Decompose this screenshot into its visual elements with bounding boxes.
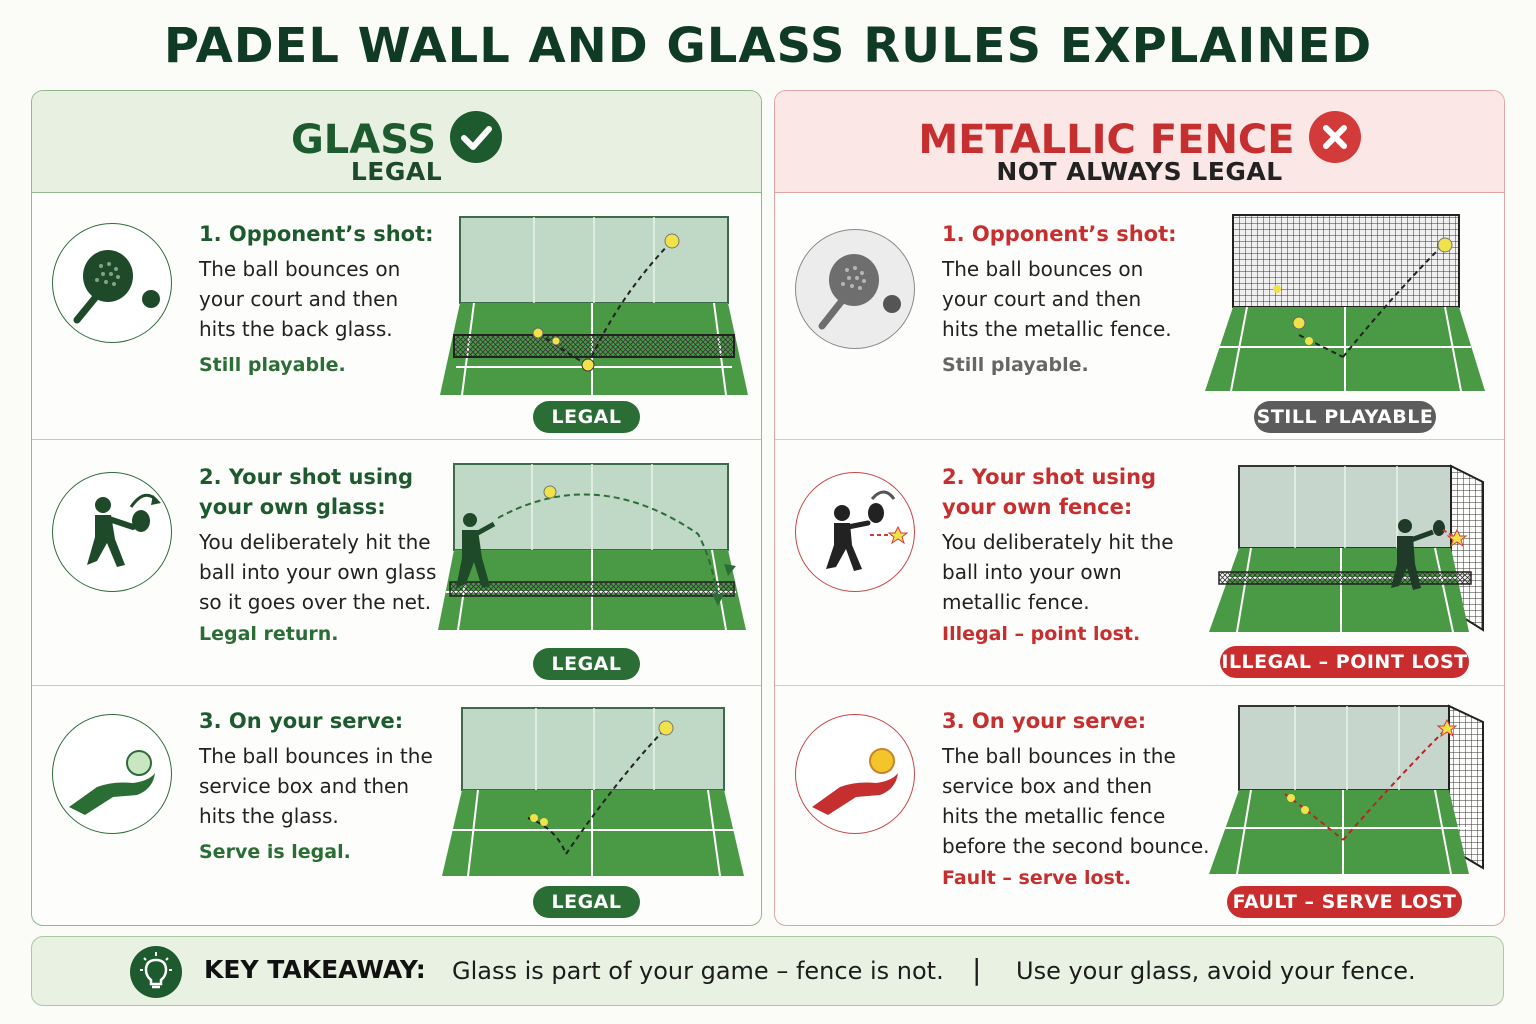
body-line: The ball bounces in the [942, 744, 1176, 768]
body-line: The ball bounces in the [199, 744, 433, 768]
body-line: The ball bounces on [199, 257, 401, 281]
takeaway-text-2: Use your glass, avoid your fence. [1016, 957, 1416, 985]
takeaway-separator: | [972, 953, 982, 986]
row-heading: 2. Your shot using [942, 465, 1157, 489]
fence-court-diagram-3 [1209, 704, 1484, 875]
key-takeaway-label: KEY TAKEAWAY: [204, 955, 426, 984]
illegal-badge: ILLEGAL – POINT LOST [1220, 646, 1469, 678]
body-line: hits the metallic fence [942, 804, 1166, 828]
body-line: hits the back glass. [199, 317, 393, 341]
fence-row-own-shot: 2. Your shot using your own fence: You d… [775, 439, 1504, 685]
fence-court-diagram-1 [1205, 214, 1485, 392]
check-icon [450, 111, 503, 163]
body-line: service box and then [942, 774, 1152, 798]
row-heading: 1. Opponent’s shot: [199, 222, 434, 246]
body-line: You deliberately hit the [199, 530, 431, 554]
padel-racket-ball-icon [795, 229, 915, 349]
glass-header: GLASS LEGAL [32, 91, 761, 193]
row-heading: 1. Opponent’s shot: [942, 222, 1177, 246]
fence-subtitle: NOT ALWAYS LEGAL [996, 157, 1283, 186]
fence-court-diagram-2 [1209, 464, 1484, 633]
legal-badge: LEGAL [533, 648, 640, 680]
body-line: your court and then [942, 287, 1142, 311]
body-line: your court and then [199, 287, 399, 311]
fence-row-opponent-shot: 1. Opponent’s shot: The ball bounces on … [775, 193, 1504, 439]
body-line: hits the metallic fence. [942, 317, 1172, 341]
glass-row-own-shot: 2. Your shot using your own glass: You d… [32, 439, 761, 685]
row-verdict: Illegal – point lost. [942, 623, 1141, 645]
body-line: so it goes over the net. [199, 590, 432, 614]
padel-racket-ball-icon [52, 223, 172, 343]
row-heading: 3. On your serve: [199, 709, 404, 733]
hand-serving-ball-icon [52, 714, 172, 834]
fault-badge: FAULT – SERVE LOST [1227, 886, 1462, 918]
page-title: PADEL WALL AND GLASS RULES EXPLAINED [163, 18, 1373, 74]
glass-panel: GLASS LEGAL 1. Opponent’s shot: The ball… [31, 90, 762, 926]
fence-panel: METALLIC FENCE NOT ALWAYS LEGAL 1. Oppon… [774, 90, 1505, 926]
hand-serving-ball-icon [795, 714, 915, 834]
legal-badge: LEGAL [533, 886, 640, 918]
row-verdict: Still playable. [942, 354, 1089, 376]
legal-badge: LEGAL [533, 401, 640, 433]
glass-court-diagram-3 [442, 707, 744, 877]
body-line: before the second bounce. [942, 834, 1210, 858]
row-verdict: Serve is legal. [199, 841, 351, 863]
row-verdict: Still playable. [199, 354, 346, 376]
still-playable-badge: STILL PLAYABLE [1254, 401, 1436, 433]
row-verdict: Fault – serve lost. [942, 867, 1132, 889]
row-verdict: Legal return. [199, 623, 339, 645]
row-heading: your own glass: [199, 495, 386, 519]
fence-title: METALLIC FENCE [918, 117, 1295, 163]
player-hitting-icon [52, 472, 172, 592]
lightbulb-icon [130, 946, 182, 998]
body-line: service box and then [199, 774, 409, 798]
glass-subtitle: LEGAL [350, 157, 443, 186]
fence-row-serve: 3. On your serve: The ball bounces in th… [775, 685, 1504, 925]
glass-row-opponent-shot: 1. Opponent’s shot: The ball bounces on … [32, 193, 761, 439]
glass-title: GLASS [290, 117, 437, 163]
glass-court-diagram-1 [440, 216, 748, 396]
body-line: metallic fence. [942, 590, 1090, 614]
body-line: The ball bounces on [942, 257, 1144, 281]
glass-row-serve: 3. On your serve: The ball bounces in th… [32, 685, 761, 925]
body-line: You deliberately hit the [942, 530, 1174, 554]
row-heading: your own fence: [942, 495, 1133, 519]
body-line: ball into your own [942, 560, 1122, 584]
glass-court-diagram-2 [438, 463, 746, 631]
row-heading: 2. Your shot using [199, 465, 414, 489]
fence-header: METALLIC FENCE NOT ALWAYS LEGAL [775, 91, 1504, 193]
row-heading: 3. On your serve: [942, 709, 1147, 733]
body-line: ball into your own glass [199, 560, 437, 584]
player-hitting-fence-icon [795, 472, 915, 592]
body-line: hits the glass. [199, 804, 339, 828]
key-takeaway-bar: KEY TAKEAWAY: Glass is part of your game… [31, 936, 1504, 1006]
takeaway-text-1: Glass is part of your game – fence is no… [452, 957, 944, 985]
cross-icon [1308, 111, 1361, 163]
